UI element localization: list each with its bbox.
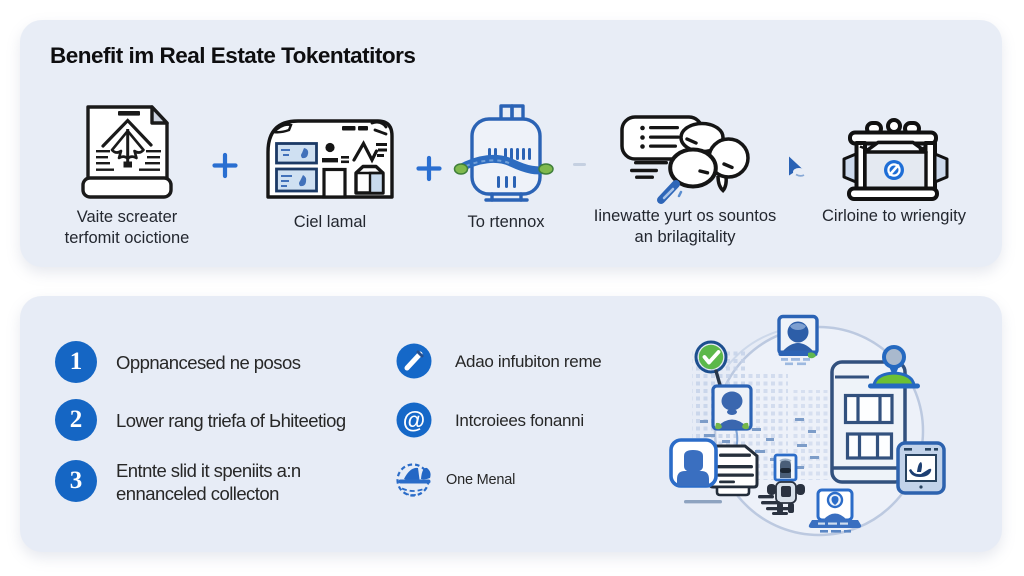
svg-text:@: @ [403,407,425,433]
